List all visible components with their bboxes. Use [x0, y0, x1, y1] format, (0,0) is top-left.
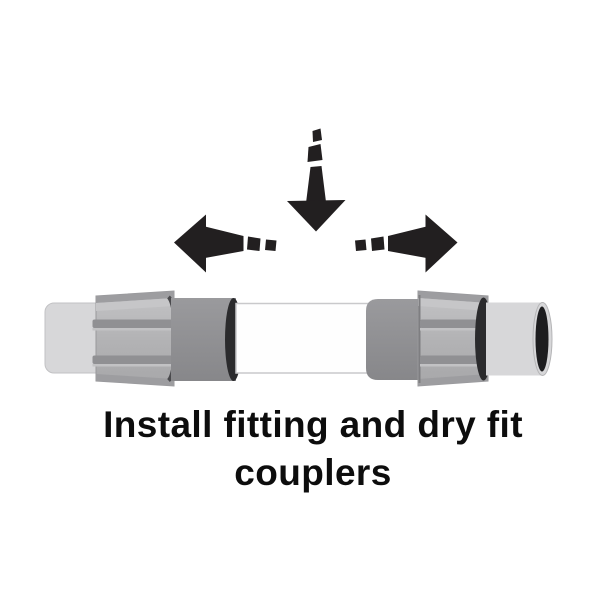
arrow-down-shaft — [306, 166, 326, 203]
arrow-left-dash-1 — [247, 236, 261, 251]
arrow-right-shaft — [388, 226, 427, 258]
union-nut-left-ridge-1 — [92, 319, 176, 328]
arrow-down-dash-2 — [307, 144, 323, 162]
union-nut-right-highlight — [418, 298, 488, 311]
union-nut-left-ridge-2-highlight — [92, 364, 176, 367]
pipe-right-opening — [535, 306, 549, 372]
arrow-right-icon — [355, 214, 458, 273]
arrow-right-head — [425, 214, 458, 273]
union-nut-left-bottom-bevel — [96, 374, 174, 386]
pipe-middle — [235, 302, 369, 374]
caption-line-2: couplers — [234, 452, 392, 493]
union-nut-right-ridge-2 — [420, 355, 491, 364]
arrow-down-icon — [287, 128, 346, 232]
union-body-right — [366, 299, 422, 380]
arrow-right-dash-2 — [355, 239, 367, 251]
arrow-down-head — [287, 200, 346, 232]
union-nut-right-ridge-1 — [420, 319, 491, 328]
union-nut-left-top-bevel — [96, 291, 174, 303]
arrow-down-dash-1 — [312, 128, 322, 142]
union-nut-left-ridge-1-highlight — [92, 328, 176, 331]
caption-line-1: Install fitting and dry fit — [103, 404, 523, 445]
arrow-left-icon — [174, 214, 277, 273]
arrow-right-dash-1 — [371, 236, 385, 251]
arrow-left-dash-2 — [265, 239, 277, 251]
pipe-assembly — [44, 290, 553, 387]
union-nut-left-highlight — [96, 298, 174, 311]
union-nut-right — [417, 290, 491, 387]
caption: Install fitting and dry fit couplers — [8, 401, 610, 497]
union-nut-left — [92, 290, 176, 387]
arrow-left-shaft — [205, 226, 244, 258]
union-nut-left-ridge-2 — [92, 355, 176, 364]
union-nut-right-top-bevel — [418, 291, 488, 303]
arrow-left-head — [174, 214, 206, 273]
union-nut-right-ridge-2-highlight — [420, 364, 491, 367]
union-nut-right-bottom-bevel — [418, 374, 488, 386]
union-nut-right-ridge-1-highlight — [420, 328, 491, 331]
